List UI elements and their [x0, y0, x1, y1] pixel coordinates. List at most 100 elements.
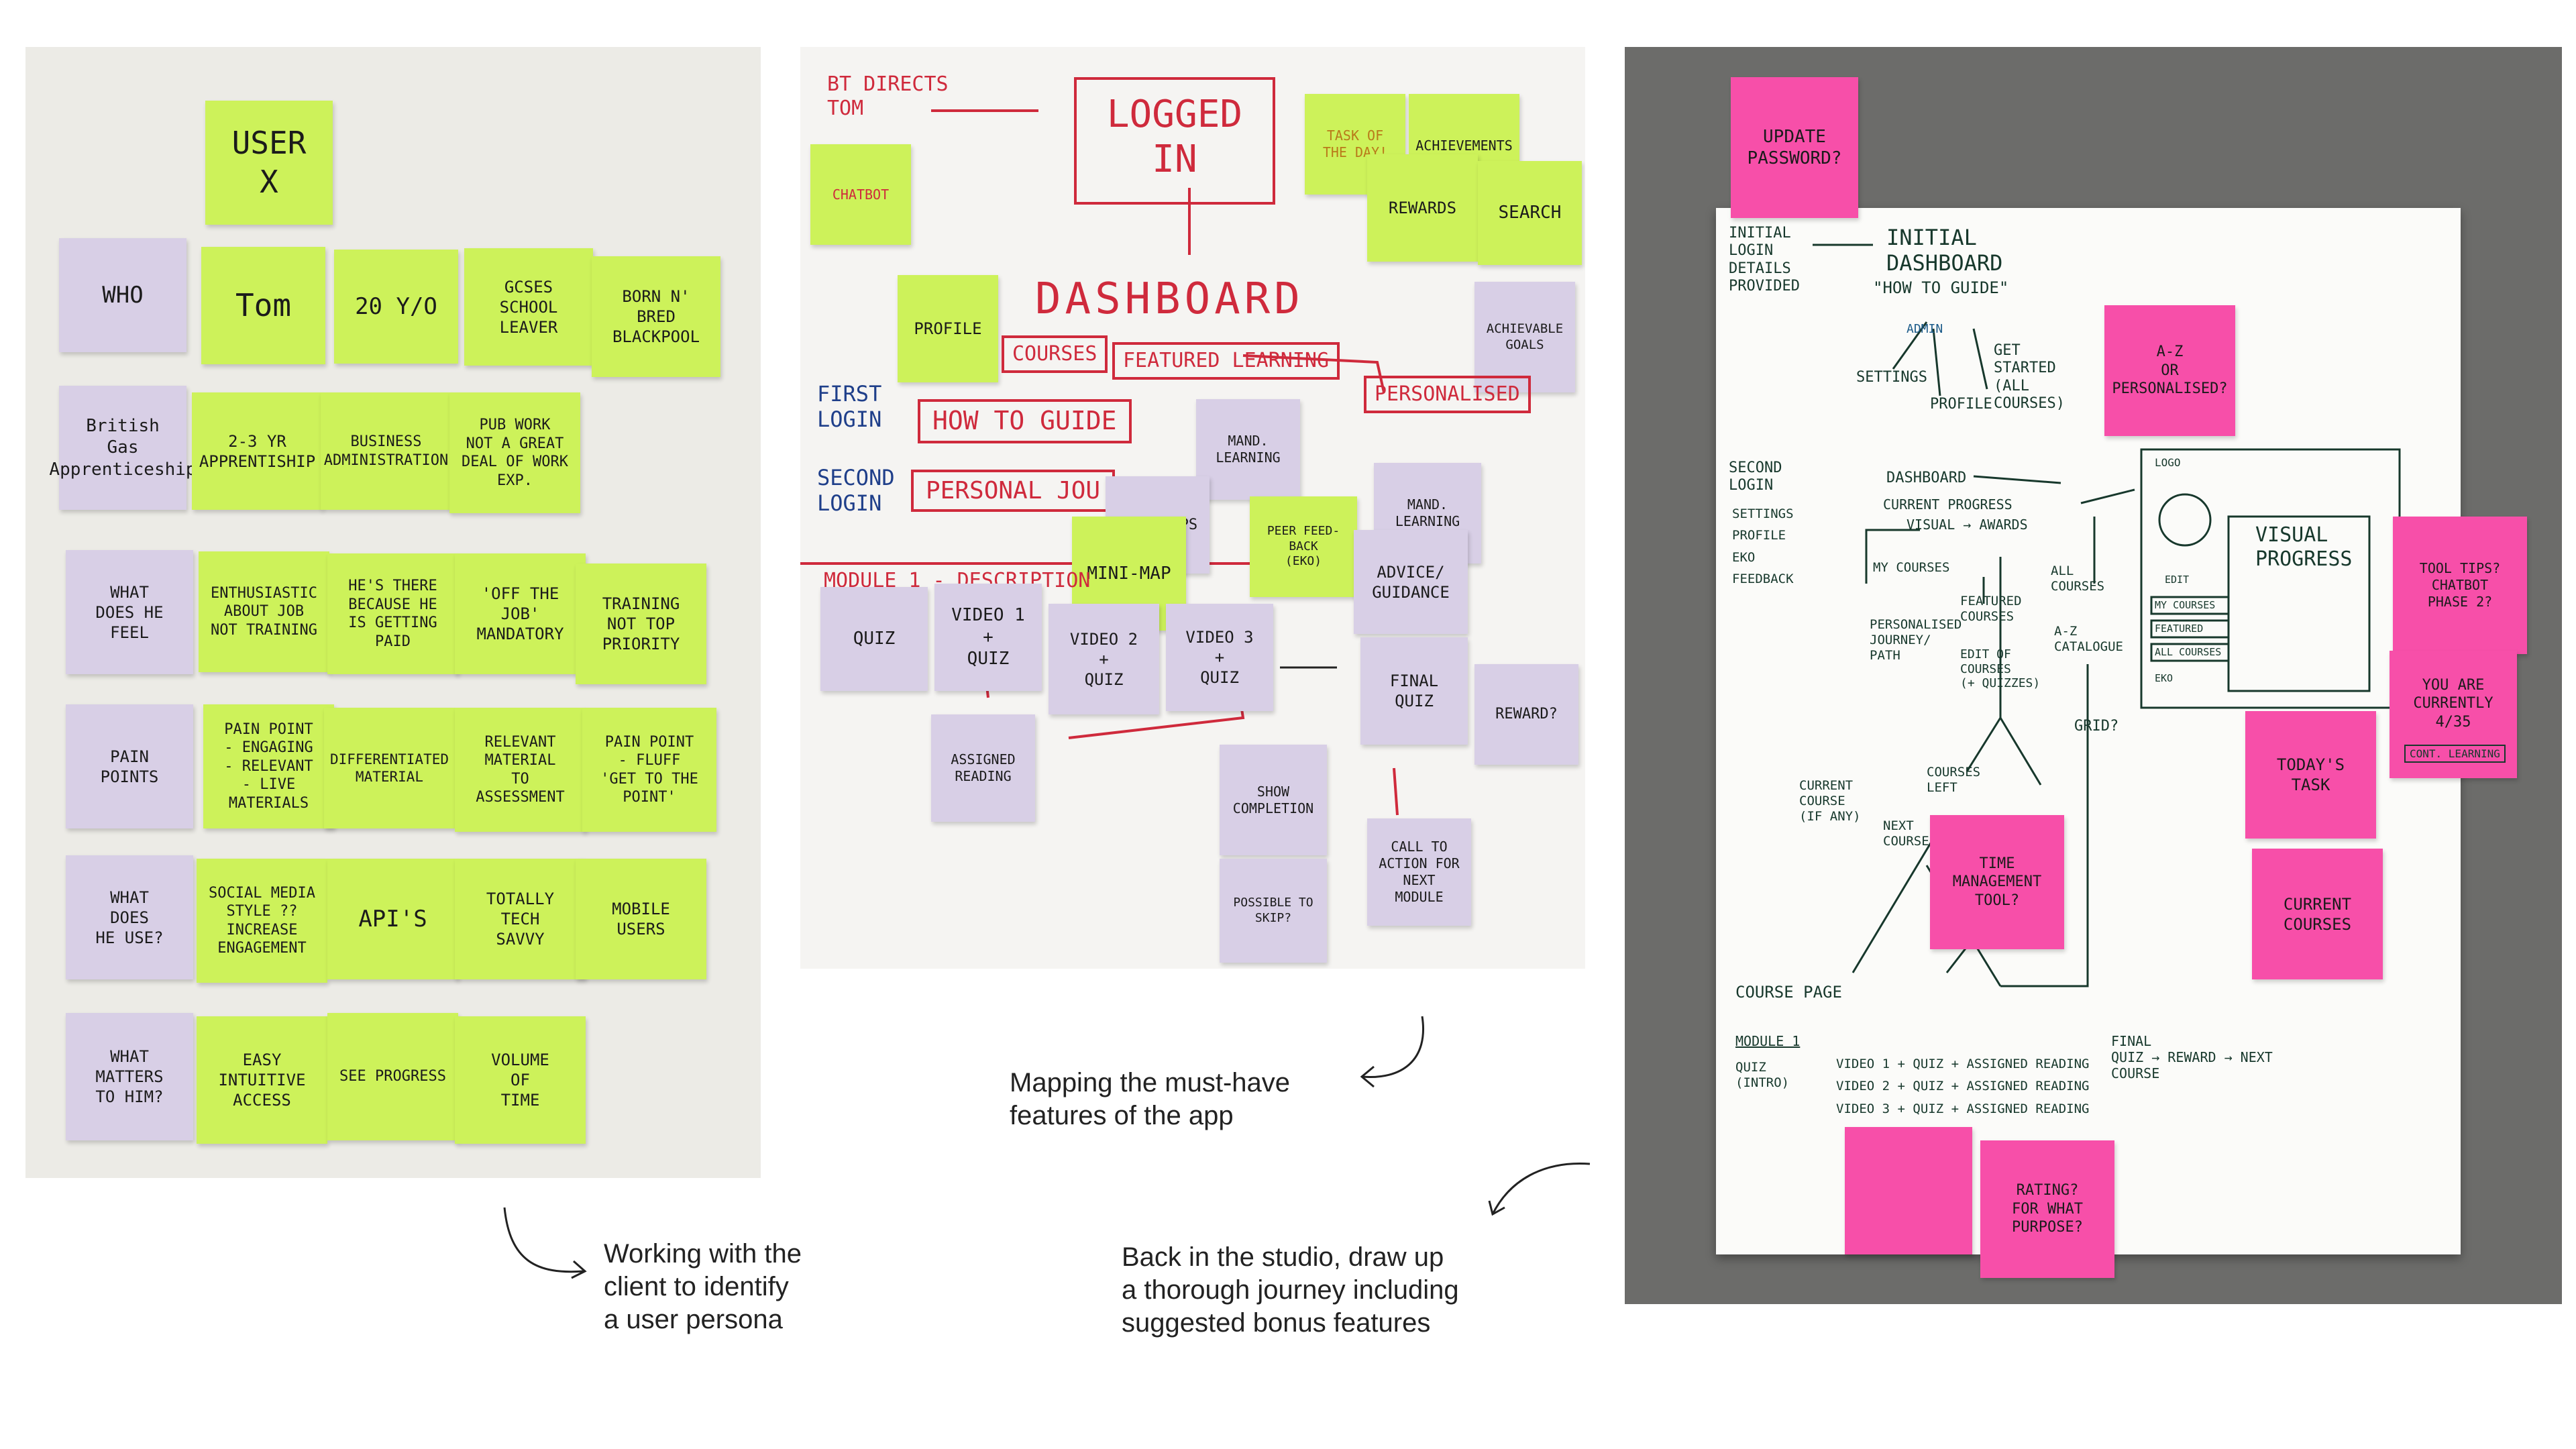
sticky-note: TRAINING NOT TOP PRIORITY [576, 564, 706, 684]
sticky-note: RELEVANT MATERIAL TO ASSESSMENT [455, 708, 586, 832]
videos-text: VIDEO 1 + QUIZ + ASSIGNED READING VIDEO … [1836, 1057, 2090, 1116]
sticky-note: BUSINESS ADMINISTRATION [321, 392, 451, 510]
get-started-text: GET STARTED (ALL COURSES) [1994, 342, 2065, 413]
wireframe-featured: FEATURED [2155, 623, 2204, 635]
sticky-note: API'S [327, 859, 458, 979]
wireframe-all-courses: ALL COURSES [2155, 646, 2222, 658]
admin-text: ADMIN [1907, 322, 1943, 336]
courses-left-text: COURSES LEFT [1927, 765, 1981, 795]
video3-note: VIDEO 3 + QUIZ [1166, 604, 1273, 711]
sticky-note: GCSEs SCHOOL LEAVER [464, 248, 593, 366]
persona-photo: USER X WHO Tom 20 Y/O GCSEs SCHOOL LEAVE… [25, 47, 761, 1178]
video2-note: VIDEO 2 + QUIZ [1049, 604, 1159, 714]
sticky-note: TOTALLY TECH SAVVY [455, 859, 586, 979]
sticky-note: DIFFERENTIATED MATERIAL [324, 708, 455, 828]
chatbot-note: CHATBOT [810, 144, 911, 245]
az-catalogue-text: A-Z CATALOGUE [2054, 624, 2123, 654]
studio-poster-photo: INITIAL LOGIN DETAILS PROVIDED INITIAL D… [1625, 47, 2562, 1304]
assigned-reading-note: ASSIGNED READING [931, 714, 1035, 822]
az-or-personalised-note: A-Z OR PERSONALISED? [2104, 305, 2235, 436]
bt-directs-tom: BT DIRECTS TOM [827, 72, 949, 120]
rating-note: RATING? FOR WHAT PURPOSE? [1980, 1140, 2114, 1278]
sticky-note: PUB WORK NOT A GREAT DEAL OF WORK EXP. [449, 392, 580, 513]
row-label-matters: WHAT MATTERS TO HIM? [66, 1013, 193, 1140]
courses-box: COURSES [1002, 335, 1108, 373]
settings-text: SETTINGS [1856, 369, 1927, 386]
sticky-note: MOBILE USERS [576, 859, 706, 979]
caption-mapping: Mapping the must-have features of the ap… [1010, 1068, 1291, 1130]
journey-map-photo: BT DIRECTS TOM LOGGED IN TASK OF THE DAY… [800, 47, 1585, 969]
call-to-action-note: CALL TO ACTION FOR NEXT MODULE [1367, 818, 1471, 926]
featured-courses-text: FEATURED COURSES [1960, 594, 2022, 624]
logged-in-box: LOGGED IN [1074, 77, 1275, 205]
current-course-text: CURRENT COURSE (IF ANY) [1799, 778, 1861, 824]
tool-tips-chatbot-note: TOOL TIPS? CHATBOT PHASE 2? [2393, 517, 2527, 654]
show-completion-note: SHOW COMPLETION [1220, 745, 1327, 855]
caption-persona: Working with the client to identify a us… [604, 1239, 802, 1334]
my-courses-text: MY COURSES [1873, 560, 1950, 575]
caption-studio: Back in the studio, draw up a thorough j… [1122, 1242, 1459, 1338]
current-progress-text: CURRENT PROGRESS [1883, 496, 2012, 513]
sticky-note: SOCIAL MEDIA STYLE ?? INCREASE ENGAGEMEN… [197, 859, 327, 983]
initial-login-text: INITIAL LOGIN DETAILS PROVIDED [1729, 225, 1800, 295]
personalised-box: PERSONALISED [1364, 376, 1531, 413]
final-flow-text: FINAL QUIZ → REWARD → NEXT COURSE [2111, 1033, 2273, 1081]
row-label-feel: WHAT DOES HE FEEL [66, 550, 193, 674]
how-to-guide-box: HOW TO GUIDE [918, 399, 1132, 443]
initial-dashboard-text: INITIAL DASHBOARD [1886, 225, 2003, 276]
featured-learning-box: FEATURED LEARNING [1112, 342, 1340, 380]
search-note: SEARCH [1478, 161, 1582, 265]
final-quiz-note: FINAL QUIZ [1360, 637, 1468, 745]
sticky-note: Tom [201, 247, 325, 364]
all-courses-text: ALL COURSES [2051, 564, 2105, 594]
wireframe-logo: LOGO [2155, 456, 2181, 469]
peer-feedback-note: PEER FEED- BACK (EKO) [1250, 496, 1357, 597]
achievable-goals-note: ACHIEVABLE GOALS [1474, 282, 1575, 392]
mand-learning-note: MAND. LEARNING [1196, 399, 1300, 500]
profile-text: PROFILE [1930, 396, 1992, 413]
quiz-note: QUIZ [820, 587, 928, 691]
module-1-text: MODULE 1 [1735, 1033, 1801, 1049]
possible-skip-note: POSSIBLE TO SKIP? [1220, 859, 1327, 963]
row-label-use: WHAT DOES HE USE? [66, 855, 193, 979]
second-login-label: SECOND LOGIN [817, 465, 895, 517]
sticky-note: EASY INTUITIVE ACCESS [197, 1016, 327, 1144]
time-management-note: TIME MANAGEMENT TOOL? [1930, 815, 2064, 949]
sticky-note: BORN N' BRED BLACKPOOL [592, 256, 720, 377]
sticky-note: 2-3 yr APPRENTISHIP [192, 392, 323, 510]
sticky-note: 20 Y/O [334, 250, 458, 364]
second-login-text: SECOND LOGIN [1729, 460, 1782, 494]
sketch-image-note [1845, 1127, 1972, 1254]
row-label-apprenticeship: British Gas Apprenticeship [49, 386, 197, 510]
wireframe-eko: EKO [2155, 672, 2174, 684]
sticky-note-user: USER X [205, 101, 333, 225]
sticky-note: PAIN POINT - FLUFF 'GET TO THE POINT' [582, 708, 716, 832]
sticky-note: HE'S THERE BECAUSE HE IS GETTING PAID [327, 553, 458, 674]
cont-learning-label: CONT. LEARNING [2404, 745, 2506, 763]
sticky-note: VOLUME OF TIME [455, 1016, 586, 1144]
row-label-pain-points: PAIN POINTS [66, 704, 193, 828]
dashboard-heading: DASHBOARD [1035, 274, 1304, 324]
visual-awards-text: VISUAL → AWARDS [1907, 517, 2028, 533]
reward-question-note: REWARD? [1474, 664, 1578, 765]
side-menu-text: SETTINGS PROFILE EKO FEEDBACK [1732, 506, 1794, 586]
row-label-who: WHO [59, 238, 186, 352]
wireframe-edit: EDIT [2165, 574, 2190, 586]
advice-guidance-note: ADVICE/ GUIDANCE [1354, 530, 1468, 634]
profile-note: PROFILE [898, 275, 998, 382]
personal-journey-box: PERSONAL JOU [911, 470, 1116, 513]
personalised-journey-text: PERSONALISED JOURNEY/ PATH [1870, 617, 1962, 663]
wireframe-my-courses: MY COURSES [2155, 599, 2216, 611]
grid-text: GRID? [2074, 718, 2119, 735]
next-course-text: NEXT COURSE [1883, 818, 1929, 849]
how-to-guide-text: "HOW TO GUIDE" [1873, 278, 2009, 297]
dashboard-text: DASHBOARD [1886, 470, 1967, 486]
rewards-note: REWARDS [1367, 154, 1478, 262]
edit-courses-text: EDIT OF COURSES (+ QUIZZES) [1960, 647, 2041, 691]
course-page-text: COURSE PAGE [1735, 983, 1842, 1002]
currently-note: YOU ARE CURRENTLY 4/35 [2390, 651, 2517, 778]
first-login-label: FIRST LOGIN [817, 381, 882, 433]
sticky-note: 'OFF THE JOB' MANDATORY [455, 553, 586, 674]
sticky-note: ENTHUSIASTIC ABOUT JOB NOT TRAINING [199, 551, 329, 672]
sticky-note: SEE PROGRESS [327, 1013, 458, 1140]
